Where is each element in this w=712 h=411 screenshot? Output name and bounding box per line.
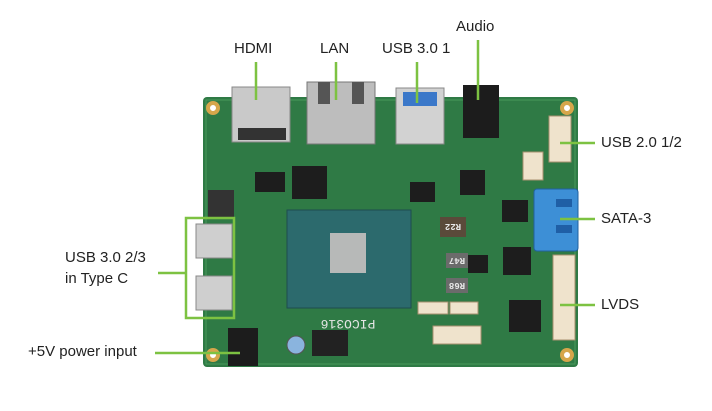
capacitor bbox=[286, 335, 306, 355]
inductor-r47 bbox=[446, 253, 468, 268]
audio-jack bbox=[463, 85, 499, 138]
usb20-header bbox=[548, 115, 572, 163]
callout-lines bbox=[155, 40, 595, 355]
label-power-input: +5V power input bbox=[28, 343, 137, 360]
chip-mark-r22: R22 bbox=[445, 221, 461, 231]
usb-c-port-2 bbox=[195, 223, 233, 259]
chip-mark-r47: R47 bbox=[449, 255, 465, 265]
lvds-connector bbox=[552, 254, 576, 341]
usb-c-port-3 bbox=[195, 275, 233, 311]
lan-connector bbox=[306, 81, 376, 145]
pin-header bbox=[312, 330, 348, 356]
label-usb30-23: USB 3.0 2/3 bbox=[65, 249, 146, 266]
label-lvds: LVDS bbox=[601, 296, 640, 313]
label-usb20: USB 2.0 1/2 bbox=[601, 134, 682, 151]
mounting-holes bbox=[206, 101, 574, 362]
label-audio: Audio bbox=[456, 18, 495, 35]
chip-mark-r68: R68 bbox=[449, 280, 465, 290]
inductor-r22 bbox=[440, 217, 466, 237]
power-jack bbox=[228, 328, 258, 366]
cpu-die bbox=[330, 233, 366, 273]
inductor-r68 bbox=[446, 278, 468, 293]
board-model-mark: PICO316 bbox=[321, 316, 376, 331]
label-sata: SATA-3 bbox=[601, 210, 652, 227]
usb-c-highlight-box bbox=[184, 216, 236, 320]
label-usb30-23-typec: in Type C bbox=[65, 270, 129, 287]
label-usb30-1: USB 3.0 1 bbox=[382, 40, 451, 57]
label-hdmi: HDMI bbox=[234, 40, 273, 57]
label-lan: LAN bbox=[320, 40, 350, 57]
